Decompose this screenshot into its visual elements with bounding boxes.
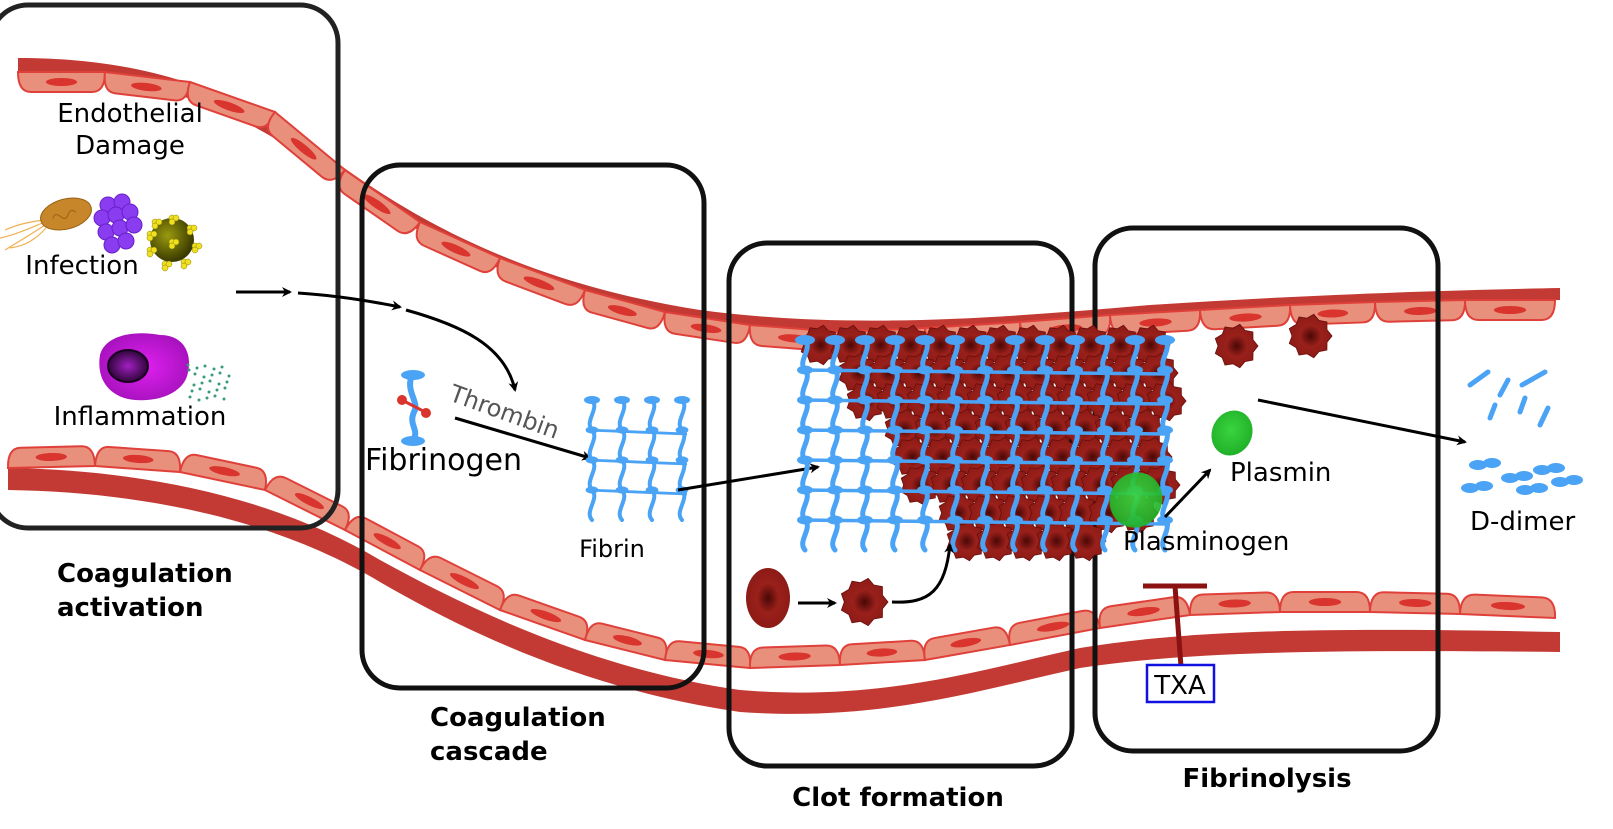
cell-nucleus [693, 649, 724, 659]
arrow-fibrin-to-clot [677, 463, 820, 492]
plasmin-label: Plasmin [1230, 458, 1331, 488]
plasminogen-icon [1109, 472, 1163, 528]
stage-box-activation [0, 2, 341, 531]
vessel-lower-wall [6, 445, 1560, 714]
cell-nucleus [213, 99, 245, 114]
cell-nucleus [612, 635, 642, 646]
stage-title-clot: Clot formation [792, 783, 1004, 813]
fibrinogen-molecule-icon [397, 370, 431, 446]
cell-nucleus [131, 82, 162, 92]
cell-nucleus [1317, 309, 1349, 318]
stage-title-cascade-line2: cascade [430, 737, 548, 767]
plasmin-icon [1211, 410, 1253, 456]
cell-nucleus [1139, 318, 1172, 327]
infection-label: Infection [25, 251, 138, 281]
cell-nucleus [290, 137, 317, 160]
plasminogen-label: Plasminogen [1123, 527, 1289, 557]
activated-platelet-icon [840, 577, 889, 627]
cell-nucleus [530, 608, 562, 623]
cell-nucleus [866, 648, 898, 657]
clot-fibrin-mesh [795, 335, 1175, 553]
stage-title-activation-line2: activation [57, 593, 204, 623]
arrow-to-thrombin [405, 308, 519, 392]
arrow-activation-2 [297, 291, 402, 311]
txa-box [1145, 663, 1216, 704]
vessel-upper-wall [16, 58, 1560, 353]
free-rbcs [1214, 313, 1333, 369]
cell-nucleus [607, 305, 637, 317]
fibrinogen-label: Fibrinogen [365, 443, 522, 478]
cell-nucleus [778, 652, 811, 661]
red-blood-cell-icon [746, 568, 790, 628]
endothelial-cells-lower [6, 445, 1557, 670]
stage-title-activation-line1: Coagulation [57, 559, 233, 589]
txa-label: TXA [1153, 671, 1206, 701]
endothelial-damage-label-line2: Damage [75, 131, 185, 161]
cell-nucleus [1490, 601, 1526, 611]
fibrin-mesh-icon [584, 396, 690, 522]
cell-nucleus [1127, 607, 1160, 617]
thrombin-label: Thrombin [445, 379, 563, 445]
cell-nucleus [950, 637, 982, 648]
arrow-to-d-dimer [1257, 398, 1467, 446]
cell-nucleus [209, 466, 240, 477]
stage-title-fibrinolysis: Fibrinolysis [1182, 764, 1351, 794]
inflammatory-cell-icon [99, 333, 231, 402]
stage-box-cascade [359, 162, 707, 691]
arrow-fibrinogen-to-fibrin [454, 416, 592, 461]
cell-nucleus [1308, 598, 1342, 606]
cell-nucleus [1218, 599, 1251, 608]
cocci-cluster-icon [93, 193, 143, 254]
arrow-plasminogen-to-plasmin [1163, 468, 1212, 519]
stage-title-cascade-line1: Coagulation [430, 703, 606, 733]
fibrin-label: Fibrin [579, 535, 645, 563]
cytokine-dots [186, 363, 231, 402]
cell-nucleus [441, 241, 471, 257]
cell-nucleus [1036, 621, 1070, 632]
cell-nucleus [1493, 306, 1527, 314]
cell-nucleus [122, 454, 154, 464]
arrow-activated-to-clot [891, 543, 955, 604]
cell-nucleus [1404, 306, 1437, 316]
cell-nucleus [45, 78, 78, 86]
inflammation-label: Inflammation [54, 402, 227, 432]
bacterium-icon [0, 197, 92, 251]
endothelial-cells-upper [16, 70, 1557, 353]
cell-nucleus [363, 194, 391, 215]
cell-nucleus [1229, 313, 1262, 322]
cell-nucleus [294, 493, 324, 510]
endothelial-damage-label: Endothelial [57, 99, 203, 129]
cell-nucleus [373, 533, 401, 550]
cell-nucleus [449, 573, 479, 590]
virus-icon [146, 214, 203, 272]
cell-nucleus [523, 276, 555, 291]
cell-nucleus [35, 452, 67, 462]
cell-nucleus [1399, 598, 1432, 608]
d-dimer-fragments-icon [1461, 369, 1583, 495]
d-dimer-label: D-dimer [1470, 507, 1575, 537]
